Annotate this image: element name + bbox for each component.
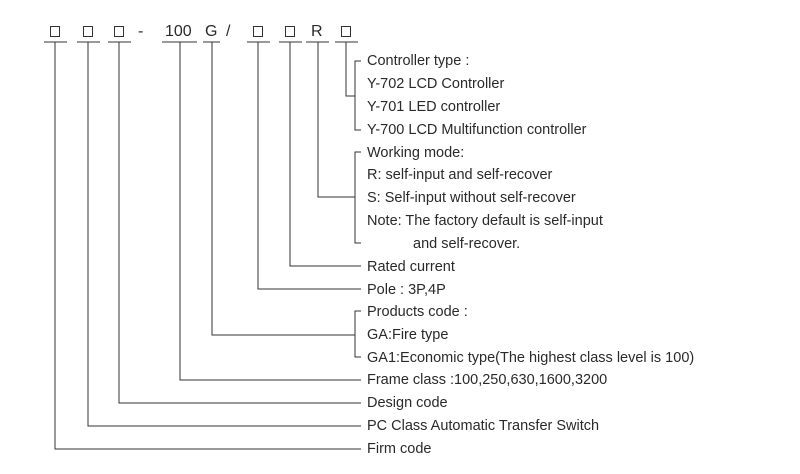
controller-type-placeholder bbox=[341, 26, 351, 37]
leader-products bbox=[211, 42, 355, 336]
leader-frame bbox=[179, 42, 361, 381]
rated-current-label: Rated current bbox=[367, 259, 455, 275]
firm-code-label: Firm code bbox=[367, 441, 432, 457]
bracket-mode bbox=[354, 151, 361, 244]
controller-type-title: Controller type : bbox=[367, 53, 470, 69]
controller-type-item: Y-701 LED controller bbox=[367, 99, 501, 115]
working-mode-title: Working mode: bbox=[367, 145, 465, 161]
working-mode-item: R: self-input and self-recover bbox=[367, 167, 553, 183]
rated-current-placeholder bbox=[285, 26, 295, 37]
working-mode-item: S: Self-input without self-recover bbox=[367, 190, 576, 206]
pc-class-placeholder bbox=[83, 26, 93, 37]
products-code-title: Products code : bbox=[367, 304, 468, 320]
leader-mode bbox=[317, 42, 355, 198]
bracket-products bbox=[354, 310, 361, 358]
controller-type-item: Y-702 LCD Controller bbox=[367, 76, 505, 92]
code-frame-100: 100 bbox=[165, 23, 192, 40]
leader-design bbox=[118, 42, 361, 404]
design-code-label: Design code bbox=[367, 395, 448, 411]
frame-class-label: Frame class :100,250,630,1600,3200 bbox=[367, 372, 608, 388]
products-code-item: GA1:Economic type(The highest class leve… bbox=[367, 350, 695, 366]
firm-code-placeholder bbox=[50, 26, 60, 37]
leader-pole bbox=[257, 42, 361, 290]
products-code-item: GA:Fire type bbox=[367, 327, 449, 343]
pc-class-label: PC Class Automatic Transfer Switch bbox=[367, 418, 600, 434]
leader-current bbox=[289, 42, 361, 267]
working-mode-note: Note: The factory default is self-input bbox=[367, 213, 603, 229]
code-slash: / bbox=[226, 23, 231, 40]
working-mode-note-cont: and self-recover. bbox=[413, 236, 521, 252]
bracket-controller bbox=[354, 60, 361, 131]
code-mode-r: R bbox=[311, 23, 323, 40]
pole-label: Pole : 3P,4P bbox=[367, 282, 446, 298]
pole-placeholder bbox=[253, 26, 263, 37]
design-code-placeholder bbox=[114, 26, 124, 37]
leader-pc bbox=[87, 42, 361, 427]
leader-firm bbox=[54, 42, 361, 450]
code-dash: - bbox=[138, 23, 144, 40]
code-products-g: G bbox=[205, 23, 218, 40]
leader-controller bbox=[345, 42, 355, 97]
controller-type-item: Y-700 LCD Multifunction controller bbox=[367, 122, 587, 138]
